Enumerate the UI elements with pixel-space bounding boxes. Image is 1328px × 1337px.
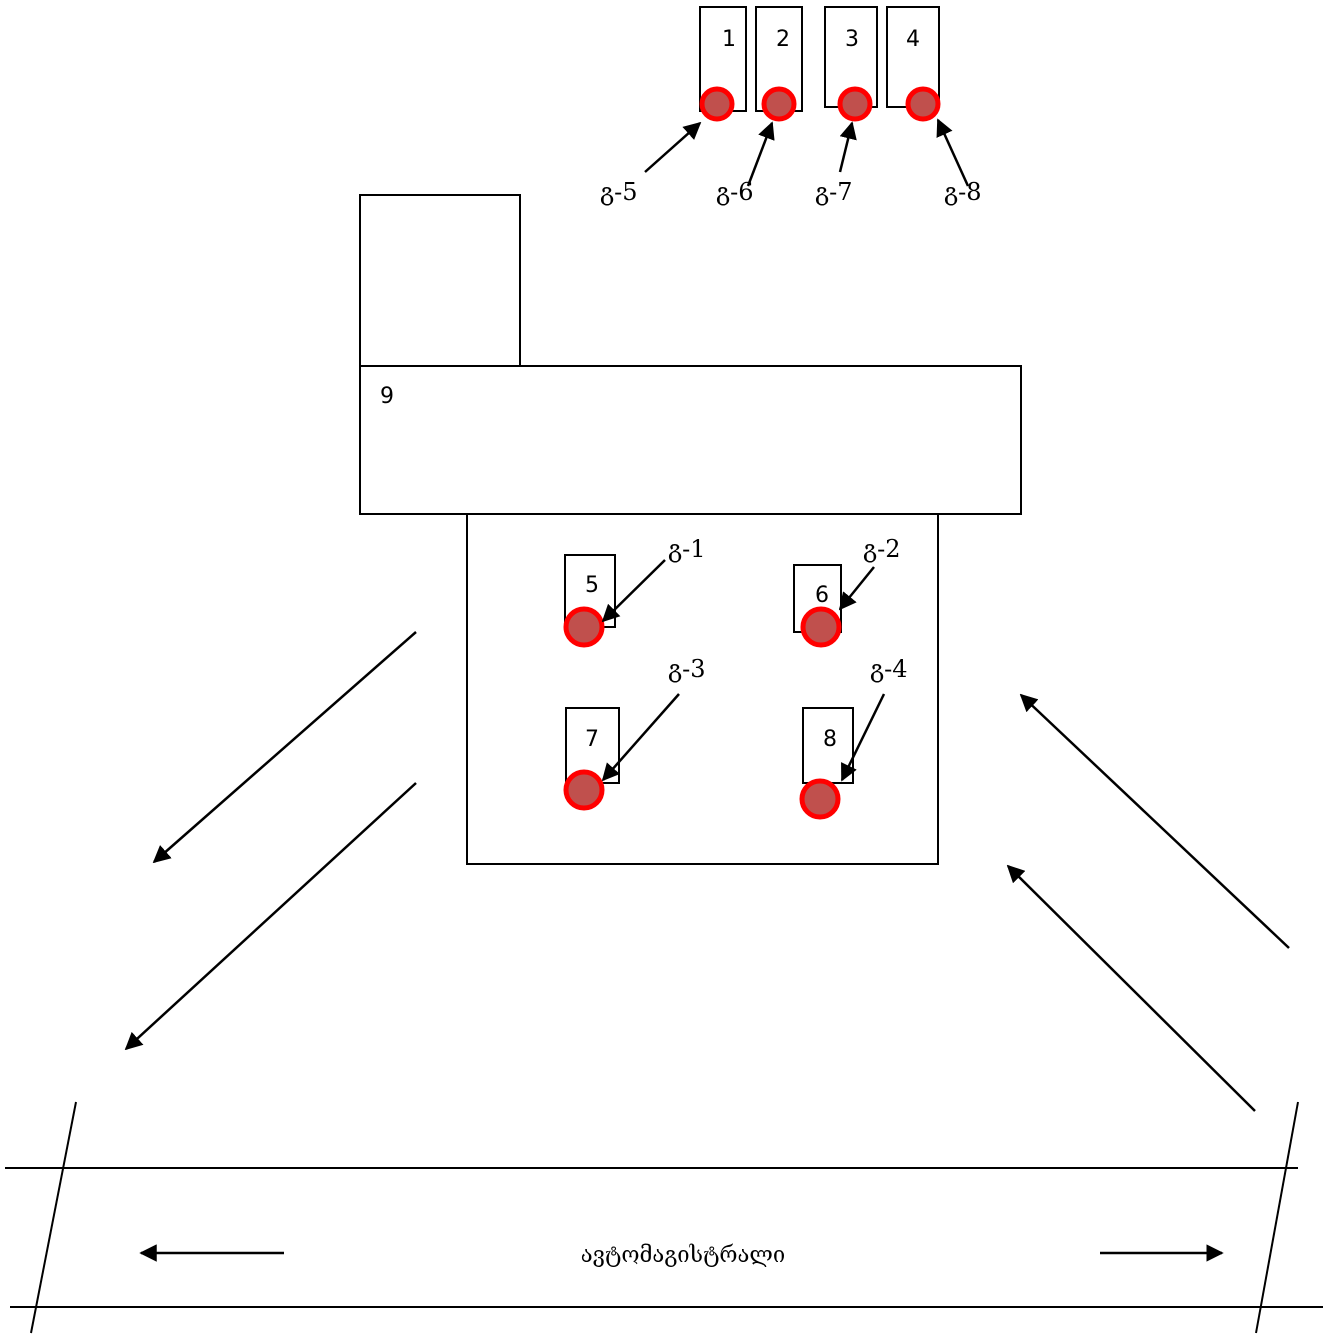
marker-label-g3: გ-3 xyxy=(668,655,706,683)
marker-label-g7: გ-7 xyxy=(815,178,853,206)
pointer-arrow-g3 xyxy=(601,693,680,782)
highway-left-slant xyxy=(30,1101,77,1334)
pump-7-label: 7 xyxy=(585,727,599,752)
pointer-arrow-g1 xyxy=(601,559,666,623)
sampling-point-g2 xyxy=(800,606,842,648)
building: 9 xyxy=(359,194,1022,515)
pointer-arrow-g7 xyxy=(838,121,857,173)
marker-label-g6: გ-6 xyxy=(716,178,754,206)
pump-6-label: 6 xyxy=(815,583,829,608)
pointer-arrow-g5 xyxy=(644,121,702,173)
entry-arrow-lower xyxy=(1006,864,1256,1112)
building-annex xyxy=(359,194,521,368)
marker-label-g1: გ-1 xyxy=(668,535,706,563)
highway-label: ავტომაგისტრალი xyxy=(581,1243,785,1268)
sampling-points-top xyxy=(699,86,941,122)
pointer-arrow-g4 xyxy=(840,693,886,782)
sampling-point-g3 xyxy=(563,769,605,811)
pump-4: 4 xyxy=(886,6,940,108)
pump-2-label: 2 xyxy=(776,27,790,52)
marker-label-g4: გ-4 xyxy=(870,655,908,683)
marker-label-g8: გ-8 xyxy=(944,178,982,206)
sampling-point-g5 xyxy=(699,86,735,122)
pump-1-label: 1 xyxy=(722,27,736,52)
highway: ავტომაგისტრალი xyxy=(5,1101,1323,1334)
sampling-point-g8 xyxy=(905,86,941,122)
marker-label-g2: გ-2 xyxy=(863,535,901,563)
sampling-point-g7 xyxy=(837,86,873,122)
canopy-area xyxy=(466,513,939,865)
pump-3-label: 3 xyxy=(845,27,859,52)
sampling-point-g1 xyxy=(563,606,605,648)
building-label: 9 xyxy=(380,384,394,409)
pointer-arrow-g2 xyxy=(838,566,875,611)
marker-label-g5: გ-5 xyxy=(600,178,638,206)
pump-8-label: 8 xyxy=(823,727,837,752)
sampling-point-g6 xyxy=(761,86,797,122)
pump-5-label: 5 xyxy=(585,573,599,598)
sampling-point-g4 xyxy=(799,778,841,820)
pointer-arrow-g6 xyxy=(746,121,775,187)
pump-row-top: 1 2 3 4 xyxy=(699,6,940,112)
exit-arrow-upper xyxy=(152,631,417,864)
pump-4-label: 4 xyxy=(906,27,920,52)
exit-arrow-lower xyxy=(124,782,417,1051)
entry-arrow-upper xyxy=(1019,693,1290,949)
highway-right-slant xyxy=(1255,1101,1299,1334)
pointer-arrow-g8 xyxy=(936,118,970,187)
building-main xyxy=(359,365,1022,515)
